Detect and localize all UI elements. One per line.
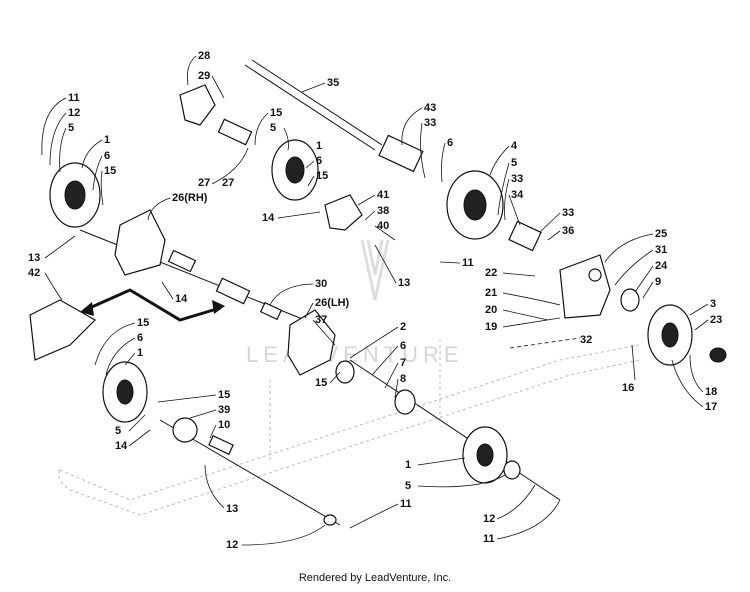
callout-label: 29 — [198, 70, 210, 82]
callout-label: 21 — [485, 287, 497, 299]
callout-label: 35 — [327, 77, 339, 89]
callout-label: 30 — [315, 278, 327, 290]
callout-label: 24 — [655, 260, 668, 272]
callout-label: 36 — [562, 225, 574, 237]
callout-label: 5 — [511, 157, 517, 169]
callout-label: 3 — [710, 298, 716, 310]
callout-label: 13 — [226, 503, 238, 515]
callout-label: 11 — [68, 92, 80, 104]
callout-label: 33 — [424, 117, 436, 129]
callout-label: 14 — [175, 293, 188, 305]
spacer-tubes — [167, 118, 542, 455]
callout-label: 16 — [622, 382, 634, 394]
callout-label: 1 — [104, 134, 110, 146]
callout-label: 26(RH) — [172, 192, 208, 204]
callout-label: 23 — [710, 314, 722, 326]
bracket-lh — [287, 309, 336, 376]
callout-label: 11 — [400, 498, 412, 510]
callout-label: 12 — [226, 539, 238, 551]
wheel-far-right — [647, 304, 693, 366]
callout-label: 17 — [705, 401, 717, 413]
callout-label: 10 — [218, 419, 230, 431]
callout-label: 12 — [68, 107, 80, 119]
callout-label: 9 — [655, 276, 661, 288]
callout-label: 28 — [198, 50, 210, 62]
callout-label: 20 — [485, 304, 497, 316]
callout-label: 6 — [316, 155, 322, 167]
callout-label: 2 — [400, 321, 406, 333]
callout-label: 15 — [270, 107, 282, 119]
watermark-text: LEADVENTURE — [246, 342, 464, 367]
callout-label: 6 — [447, 137, 453, 149]
callout-label: 15 — [315, 377, 327, 389]
callouts-group-2: 28 29 35 15 5 1 6 15 27 14 41 38 40 11 1… — [186, 50, 474, 289]
callout-label: 32 — [580, 334, 592, 346]
callout-label: 6 — [104, 150, 110, 162]
callout-label: 8 — [400, 373, 406, 385]
watermark-logo: LEADVENTURE — [246, 239, 464, 367]
callout-label: 15 — [104, 165, 116, 177]
callout-label: 5 — [115, 425, 121, 437]
callouts-group-3: 43 33 6 4 5 33 34 33 36 — [401, 102, 574, 241]
wheel-lower-left — [102, 361, 148, 423]
callout-label: 41 — [377, 189, 389, 201]
callout-label: 43 — [424, 102, 436, 114]
callout-label: 37 — [315, 314, 327, 326]
bracket-rh — [114, 209, 166, 276]
callout-label: 22 — [485, 267, 497, 279]
callout-label: 5 — [68, 122, 74, 134]
callout-label: 4 — [511, 140, 518, 152]
callouts-group-5: 15 6 1 15 39 10 5 14 13 12 11 — [94, 317, 412, 551]
wheel-upper-left — [49, 162, 101, 228]
callout-label: 33 — [511, 173, 523, 185]
callout-label: 11 — [462, 257, 474, 269]
footer-credit: Rendered by LeadVenture, Inc. — [298, 572, 452, 584]
callout-label: 11 — [483, 533, 495, 545]
callout-label: 6 — [400, 340, 406, 352]
callout-label: 18 — [705, 386, 717, 398]
wheel-upper-center — [271, 139, 319, 201]
mount-block-center — [324, 194, 363, 231]
callout-label: 14 — [262, 212, 275, 224]
callout-label: 7 — [400, 357, 406, 369]
callout-label: 5 — [405, 480, 411, 492]
callout-label: 31 — [655, 244, 667, 256]
callout-label: 25 — [655, 228, 667, 240]
arm-left — [29, 299, 96, 361]
callouts-group-4: 25 31 24 9 22 21 20 19 32 3 23 16 18 17 — [485, 228, 722, 413]
callout-label: 14 — [115, 440, 128, 452]
callout-label: 42 — [28, 267, 40, 279]
callout-label: 15 — [218, 389, 230, 401]
callout-label: 15 — [316, 170, 328, 182]
bracket-plate-right — [559, 254, 611, 319]
callout-label: 34 — [511, 189, 524, 201]
callout-label: 13 — [398, 277, 410, 289]
callout-label: 27 — [222, 177, 234, 189]
callout-label: 15 — [137, 317, 149, 329]
callouts-group-1: 11 12 5 1 6 15 13 42 26(RH) 14 27 — [28, 92, 249, 305]
callout-label: 6 — [137, 332, 143, 344]
pivot-block-upper — [179, 84, 216, 126]
callout-label: 38 — [377, 205, 389, 217]
callout-label: 1 — [405, 459, 411, 471]
callout-label: 27 — [198, 177, 210, 189]
callout-label: 26(LH) — [315, 297, 350, 309]
skid-rail-outline — [58, 340, 641, 516]
callout-label: 12 — [483, 513, 495, 525]
callout-label: 5 — [270, 122, 276, 134]
callout-label: 13 — [28, 252, 40, 264]
callout-label: 1 — [316, 140, 322, 152]
wheel-upper-right — [446, 170, 504, 240]
callout-label: 39 — [218, 404, 230, 416]
callout-label: 40 — [377, 220, 389, 232]
wheel-lower-right — [462, 426, 508, 484]
callout-label: 1 — [137, 347, 143, 359]
hub-bearing-assemblies — [172, 288, 727, 526]
callout-label: 19 — [485, 321, 497, 333]
callout-label: 33 — [562, 207, 574, 219]
callouts-group-6: 30 26(LH) 37 2 6 7 8 15 1 5 12 11 — [269, 278, 561, 545]
direction-arrow — [80, 288, 225, 322]
